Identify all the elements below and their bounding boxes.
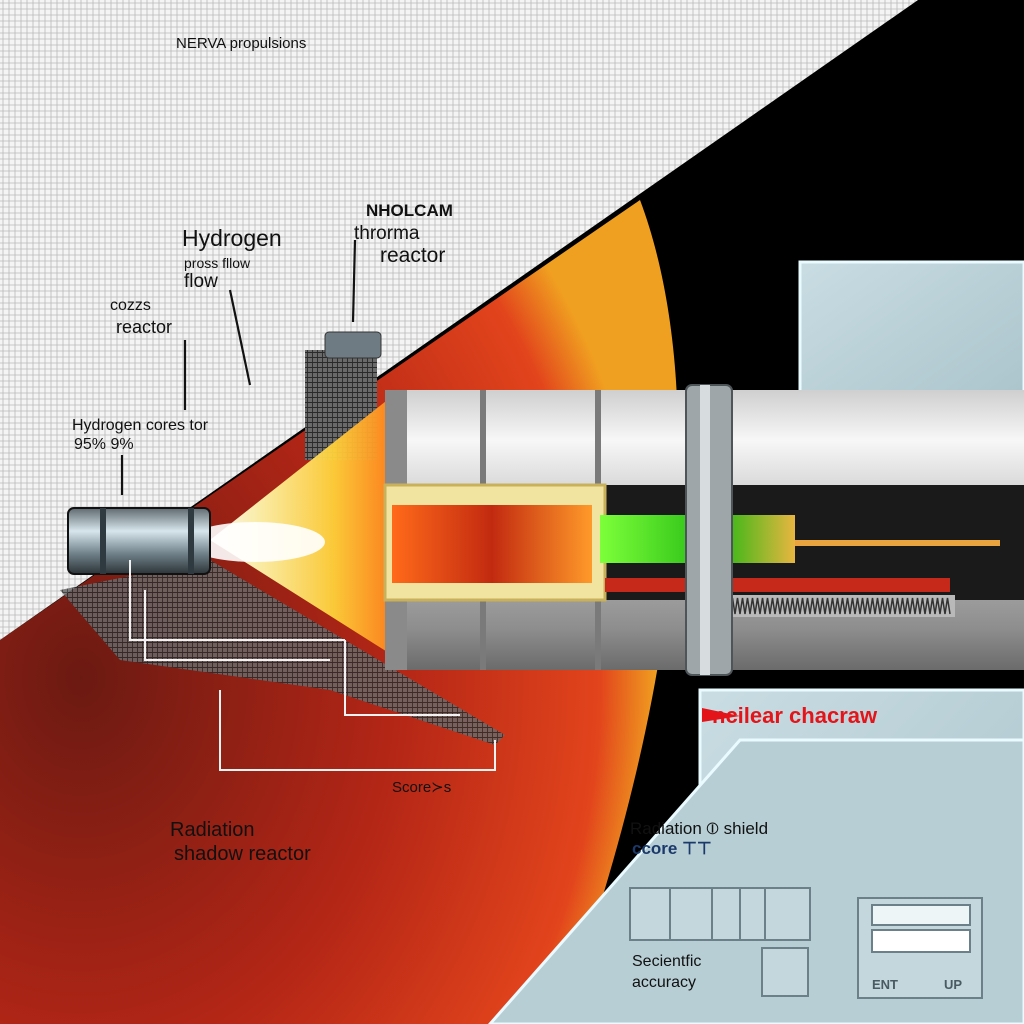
up-label: UP (944, 977, 963, 992)
radiation-shield-label: Radiation ⦶ shield (630, 819, 769, 838)
arrow-icon (702, 708, 740, 722)
percent-label: 95% 9% (74, 436, 134, 453)
scientific-label: Secientfic (632, 953, 702, 970)
flow-label: flow (184, 271, 218, 292)
accuracy-label: accuracy (632, 974, 697, 991)
cozzs-label: cozzs (110, 297, 151, 314)
throrma-label: throrma (354, 223, 420, 244)
scores-label: Score≻s (392, 779, 452, 796)
hydrogen-cores-label: Hydrogen cores tor (72, 417, 209, 434)
pross-flow-label: pross fllow (184, 255, 251, 271)
hydrogen-label: Hydrogen (182, 225, 282, 251)
ccore-label: ccore ⊤⊤ (632, 839, 712, 858)
title-label: NERVA propulsions (176, 35, 307, 52)
nuclear-chamber-label: ncilear chacraw (712, 703, 878, 728)
shadow-reactor-label: shadow reactor (174, 843, 311, 865)
mesh-background (0, 0, 918, 640)
nholcam-label: NHOLCAM (366, 201, 453, 220)
reactor-label: reactor (380, 244, 446, 267)
ent-label: ENT (872, 977, 898, 992)
reactor-core-chamber (392, 505, 592, 583)
radiation-label: Radiation (170, 819, 255, 841)
cozzs-reactor-label: reactor (116, 317, 173, 337)
